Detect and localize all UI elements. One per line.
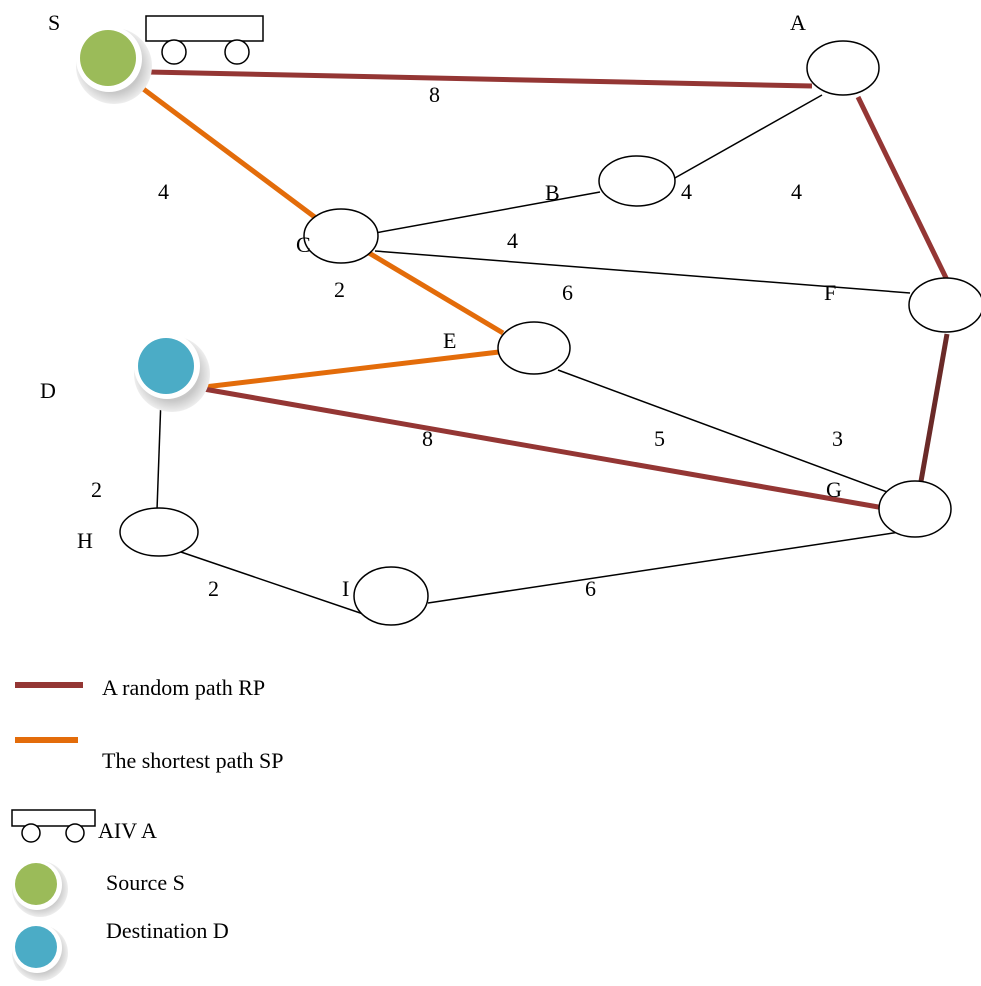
node-label-A: A [790, 10, 806, 35]
node-A [806, 40, 880, 96]
node-label-D: D [40, 378, 56, 403]
node-label-H: H [77, 528, 93, 553]
node-H [119, 507, 199, 557]
node-label-S: S [48, 10, 60, 35]
edge-I-G [427, 531, 901, 604]
weight-C-E: 2 [334, 277, 345, 302]
node-label-E: E [443, 328, 456, 353]
edge-H-I [177, 550, 373, 618]
legend-source-label: Source S [106, 870, 185, 895]
weight-I-G: 6 [585, 576, 596, 601]
weight-D-H: 2 [91, 477, 102, 502]
weight-C-B: 4 [507, 228, 518, 253]
sp-edge-C-E [367, 250, 505, 336]
legend-destination-icon [12, 923, 68, 981]
edge-E-G [557, 369, 891, 494]
rp-edge-F-G [917, 333, 950, 488]
node-label-B: B [545, 180, 560, 205]
weight-D-G: 8 [422, 426, 433, 451]
node-C [303, 208, 379, 264]
weight-A-B: 4 [681, 179, 692, 204]
weight-H-I: 2 [208, 576, 219, 601]
node-G [878, 480, 952, 538]
sp-edge-S-C [136, 82, 318, 221]
legend-destination-label: Destination D [106, 918, 229, 943]
weight-S-C: 4 [158, 179, 169, 204]
rp-edge-A-F [855, 95, 951, 284]
node-label-C: C [296, 232, 311, 257]
node-E [497, 321, 571, 375]
destination-node-D [134, 333, 210, 412]
edge-C-F [374, 250, 911, 294]
legend-shortest-path-label: The shortest path SP [102, 748, 284, 773]
weight-E-G: 5 [654, 426, 665, 451]
sp-edge-E-D [195, 349, 500, 391]
node-I [353, 566, 429, 626]
node-label-I: I [342, 576, 349, 601]
aiv-cart-icon [145, 15, 264, 65]
legend-aiv-label: AIV A [98, 818, 157, 843]
legend-aiv-icon [11, 809, 96, 843]
weight-F-G: 3 [832, 426, 843, 451]
edge-A-B [665, 94, 823, 184]
node-F [908, 277, 981, 333]
weight-S-A: 8 [429, 82, 440, 107]
node-label-F: F [824, 280, 836, 305]
rp-edge-D-G [197, 385, 885, 511]
legend-random-path-label: A random path RP [102, 675, 266, 700]
edge-C-B [374, 191, 601, 234]
legend-source-icon [12, 860, 68, 917]
node-label-G: G [826, 477, 842, 502]
source-node-S [76, 26, 152, 104]
weight-A-F: 4 [791, 179, 802, 204]
weight-C-F: 6 [562, 280, 573, 305]
rp-edge-S-A [147, 69, 813, 89]
node-B [598, 155, 676, 207]
edge-D-H [156, 397, 162, 511]
